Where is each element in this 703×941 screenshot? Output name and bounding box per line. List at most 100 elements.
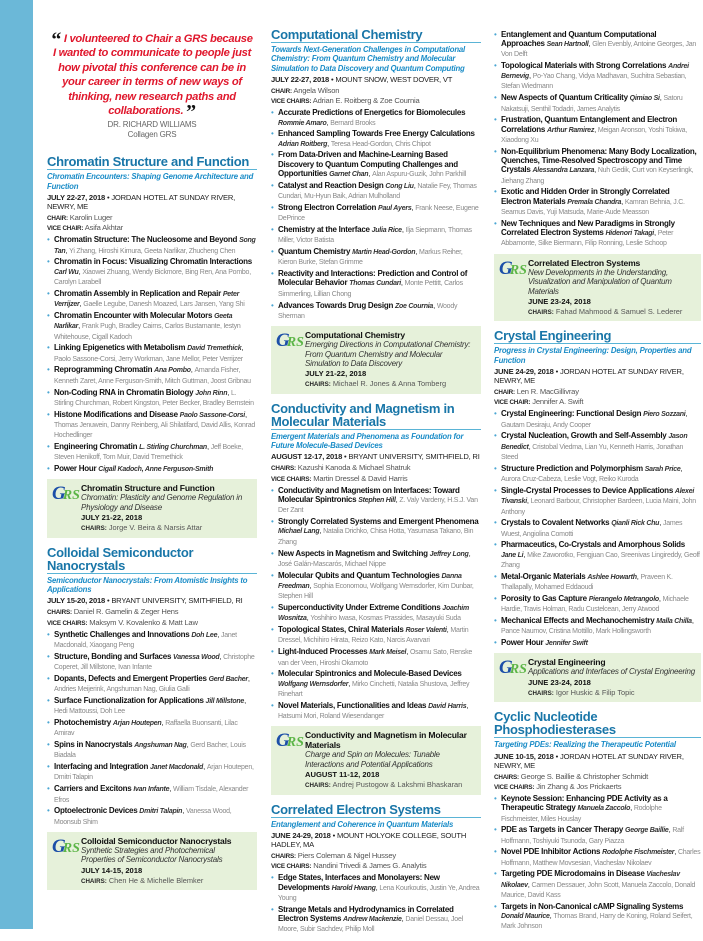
- session-title: Non-Equilibrium Phenomena: Many Body Loc…: [501, 146, 697, 175]
- session-lead-speaker: Rodolphe Fischmeister: [602, 849, 675, 857]
- date: JUNE 10-15, 2018: [494, 751, 554, 761]
- session-speakers: Gerd Bacher, Louis Biadala: [54, 742, 246, 760]
- session-title: Histone Modifications and Disease: [54, 409, 178, 419]
- chair-label: CHAIRS:: [271, 852, 296, 860]
- session-speakers: Thomas Brand, Harry de Koning, Roland Se…: [501, 913, 693, 931]
- bullet-icon: •: [494, 146, 497, 156]
- bullet-icon: •: [271, 108, 274, 118]
- bullet-icon: •: [271, 669, 274, 679]
- date-location: JULY 22-27, 2018 • JORDAN HOTEL AT SUNDA…: [47, 193, 236, 212]
- session-item: •PDE as Targets in Cancer Therapy George…: [494, 825, 684, 845]
- bullet-icon: •: [494, 593, 497, 603]
- session-title: Catalyst and Reaction Design: [278, 180, 384, 190]
- bullet-icon: •: [271, 904, 274, 914]
- bullet-icon: •: [47, 762, 50, 772]
- location: JORDAN HOTEL AT SUNDAY RIVER, NEWRY, ME: [47, 193, 236, 212]
- session-lead-speaker: Premala Chandra: [567, 198, 622, 206]
- session-item: •Keynote Session: Enhancing PDE Activity…: [494, 793, 668, 823]
- bullet-icon: •: [271, 224, 274, 234]
- chair-label: CHAIRS:: [271, 465, 296, 473]
- grs-chairs: CHAIRS: Jorge V. Beira & Narsis Attar: [81, 523, 251, 534]
- grs-chairs-names: Chen He & Michelle Blemker: [108, 875, 204, 885]
- session-lead-speaker: Song Tan: [54, 237, 256, 255]
- session-item: •Strongly Correlated Systems and Emergen…: [271, 517, 479, 546]
- grs-title: Chromatin Structure and Function: [81, 483, 215, 494]
- bullet-icon: •: [47, 629, 50, 639]
- chair-names: Kazushi Kanoda & Michael Shatruk: [297, 463, 411, 473]
- grs-logo-icon: GRS: [276, 730, 304, 752]
- bullet-icon: •: [271, 202, 274, 212]
- session-lead-speaker: George Baillie: [625, 827, 669, 835]
- session-item: •Novel Materials, Functionalities and Id…: [271, 700, 469, 720]
- session-item: •Frustration, Quantum Entanglement and E…: [494, 115, 687, 144]
- bullet-icon: •: [47, 717, 50, 727]
- session-speakers: Carmen Dessauer, John Scott, Manuela Zac…: [501, 881, 696, 900]
- session-lead-speaker: Doh Lee: [191, 631, 218, 639]
- session-title: Single-Crystal Processes to Device Appli…: [501, 485, 674, 495]
- session-title: Chromatin in Focus: Visualizing Chromati…: [54, 257, 252, 267]
- chair-label: CHAIR:: [494, 389, 515, 397]
- chair-names: Adrian E. Roitberg & Zoe Cournia: [312, 96, 420, 106]
- session-speakers: Hatsumi Mori, Roland Wiesendanger: [278, 713, 385, 720]
- bullet-icon: •: [494, 115, 497, 125]
- session-lead-speaker: Cong Liu: [385, 182, 414, 190]
- session-lead-speaker: Joachim Wosnitza: [278, 605, 469, 623]
- session-speakers: Aurora Cruz-Cabeza, Leslie Vogt, Reiko K…: [501, 476, 639, 484]
- chair-line: CHAIRS: Daniel R. Gamelin & Zeger Hens: [47, 607, 257, 617]
- session-speakers: Janet Macdonald, Xiaogang Peng: [54, 631, 237, 649]
- grs-subtitle: Applications and Interfaces of Crystal E…: [528, 667, 695, 677]
- chair-line: CHAIR: Len R. MacGillivray: [494, 387, 701, 397]
- session-title: Enhanced Sampling Towards Free Energy Ca…: [278, 129, 475, 139]
- bullet-icon: •: [494, 60, 497, 70]
- chair-label: CHAIR:: [271, 87, 292, 95]
- bullet-icon: •: [47, 695, 50, 705]
- session-title: Quantum Chemistry: [278, 247, 351, 257]
- session-item: •Accurate Predictions of Energetics for …: [271, 108, 466, 127]
- bullet-icon: •: [494, 869, 497, 879]
- session-item: •Dopants, Defects and Emergent Propertie…: [47, 673, 250, 694]
- bullet-icon: •: [47, 288, 50, 298]
- session-lead-speaker: Andrew Mackenzie: [343, 915, 402, 923]
- session-lead-speaker: Qimiao Si: [629, 95, 660, 103]
- grs-chairs-label: CHAIRS:: [528, 308, 554, 316]
- session-item: •Conductivity and Magnetism on Interface…: [271, 485, 478, 515]
- session-item: •Synthetic Challenges and Innovations Do…: [47, 629, 237, 649]
- grs-subtitle: Chromatin: Plasticity and Genome Regulat…: [81, 493, 243, 512]
- bullet-icon: •: [271, 700, 274, 710]
- chair-line: CHAIR: Angela Wilson: [271, 86, 481, 96]
- session-lead-speaker: Pierangelo Metrangolo: [588, 595, 659, 603]
- session-lead-speaker: Donald Maurice: [501, 913, 550, 921]
- grs-logo-icon: GRS: [499, 657, 527, 679]
- session-lead-speaker: Andrei Bernevig: [501, 62, 689, 81]
- session-item: •Crystal Engineering: Functional Design …: [494, 409, 688, 429]
- grs-date: JUNE 23-24, 2018: [528, 677, 591, 687]
- session-title: New Aspects of Quantum Criticality: [501, 93, 628, 103]
- session-title: Engineering Chromatin: [54, 441, 138, 451]
- session-item: •Power Hour Jennifer Swift: [494, 638, 701, 648]
- session-item: •Strange Metals and Hydrodynamics in Cor…: [271, 904, 463, 934]
- bullet-icon: •: [494, 825, 497, 835]
- session-item: •Crystal Nucleation, Growth and Self-Ass…: [494, 431, 688, 462]
- bullet-icon: •: [47, 257, 50, 267]
- session-speakers: Po-Yao Chang, Vidya Madhavan, Suchitra S…: [501, 73, 687, 91]
- session-lead-speaker: Michael Lang: [278, 528, 320, 536]
- chair-line: VICE CHAIRS: Nandini Trivedi & James G. …: [271, 861, 481, 871]
- session-lead-speaker: Alexei Tivanski: [501, 487, 695, 506]
- session-lead-speaker: Angshuman Nag: [134, 742, 187, 750]
- session-speakers: Teresa Head-Gordon, Chris Chipot: [330, 140, 431, 148]
- session-lead-speaker: Carl Wu: [54, 268, 79, 276]
- grs-chairs-label: CHAIRS:: [305, 381, 331, 389]
- chair-label: CHAIRS:: [494, 773, 519, 781]
- grs-chairs-label: CHAIRS:: [528, 689, 554, 697]
- session-item: •Metal-Organic Materials Ashlee Howarth,…: [494, 571, 673, 592]
- session-title: Topological States, Chiral Materials: [278, 625, 404, 635]
- session-title: Crystal Nucleation, Growth and Self-Asse…: [501, 431, 667, 441]
- session-title: Chemistry at the Interface: [278, 224, 370, 234]
- grs-chairs: CHAIRS: Fahad Mahmood & Samuel S. Ledere…: [528, 307, 695, 318]
- session-title: Reprogramming Chromatin: [54, 365, 153, 375]
- grs-title: Crystal Engineering: [528, 657, 606, 668]
- section-subtitle: Chromatin Encounters: Shaping Genome Arc…: [47, 172, 254, 191]
- session-speakers: Pance Naumov, Cristina Mottillo, Mark Ho…: [501, 628, 651, 636]
